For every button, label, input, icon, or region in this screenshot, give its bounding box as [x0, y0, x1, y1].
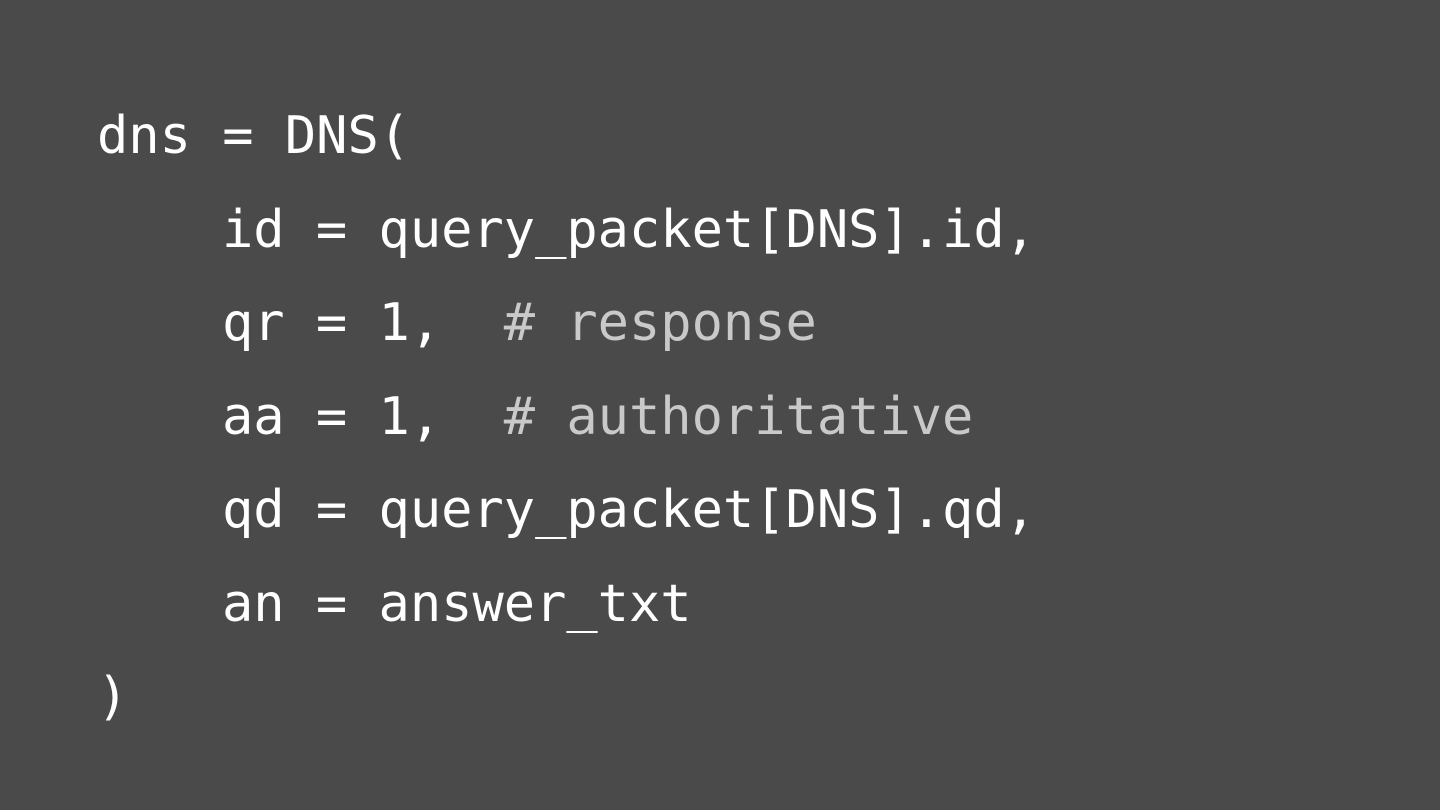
code-line-2: id = query_packet[DNS].id, — [222, 199, 1036, 260]
code-comment-response: # response — [503, 293, 817, 353]
code-comment-authoritative: # authoritative — [503, 386, 974, 447]
code-line-6: an = answer_txt — [222, 573, 692, 634]
code-line-7: ) — [97, 667, 129, 727]
code-block: dns = DNS( id = query_packet[DNS].id, qr… — [97, 102, 1036, 757]
code-line-1: dns = DNS( — [97, 106, 411, 166]
code-line-4: aa = 1, # authoritative — [97, 383, 1036, 477]
code-line-4-code: aa = 1, — [222, 386, 504, 447]
code-line-3-code: qr = 1, — [222, 293, 504, 353]
code-line-5: qd = query_packet[DNS].qd, — [222, 480, 1036, 540]
code-line-3: qr = 1, # response — [97, 289, 1036, 383]
